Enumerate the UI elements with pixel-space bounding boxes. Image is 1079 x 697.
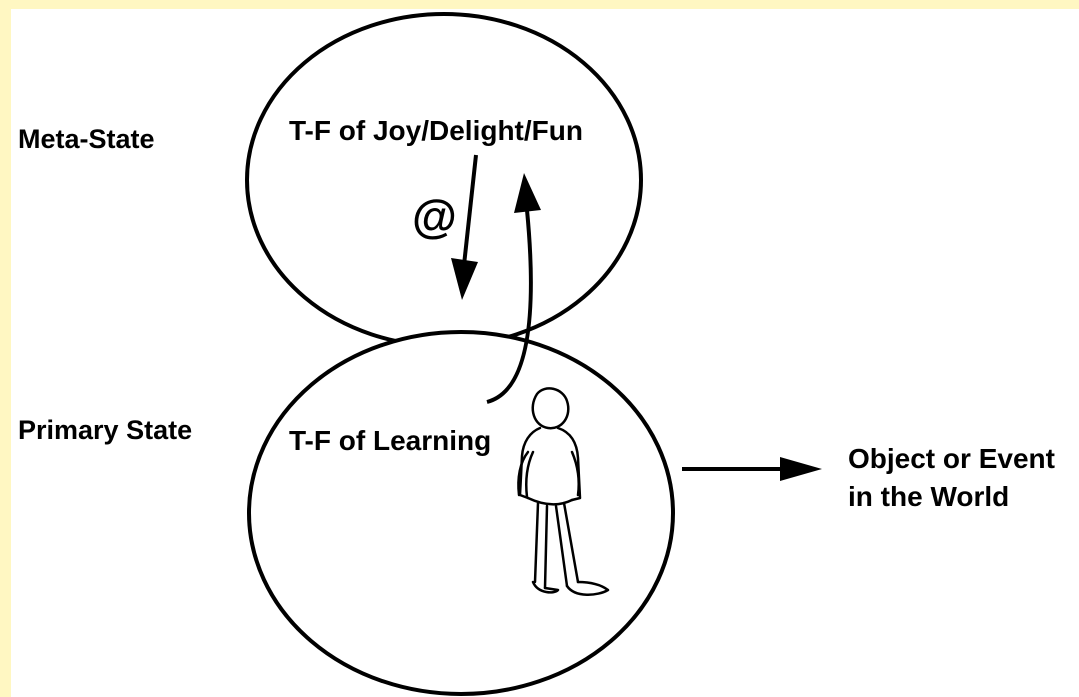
meta-state-label: Meta-State bbox=[18, 124, 155, 154]
down-arrow bbox=[451, 154, 478, 300]
at-symbol: @ bbox=[412, 190, 457, 242]
primary-state-circle bbox=[247, 330, 675, 696]
object-label-line1: Object or Event bbox=[848, 443, 1055, 474]
object-label-line2: in the World bbox=[848, 481, 1009, 512]
curved-up-arrow bbox=[486, 173, 541, 404]
top-border bbox=[0, 0, 1079, 9]
person-figure-icon bbox=[517, 387, 610, 596]
left-border bbox=[0, 0, 11, 697]
primary-state-label: Primary State bbox=[18, 415, 192, 445]
meta-state-circle bbox=[245, 12, 643, 348]
meta-frame-label: T-F of Joy/Delight/Fun bbox=[289, 115, 583, 146]
primary-frame-label: T-F of Learning bbox=[289, 425, 491, 456]
right-arrow bbox=[682, 457, 822, 481]
